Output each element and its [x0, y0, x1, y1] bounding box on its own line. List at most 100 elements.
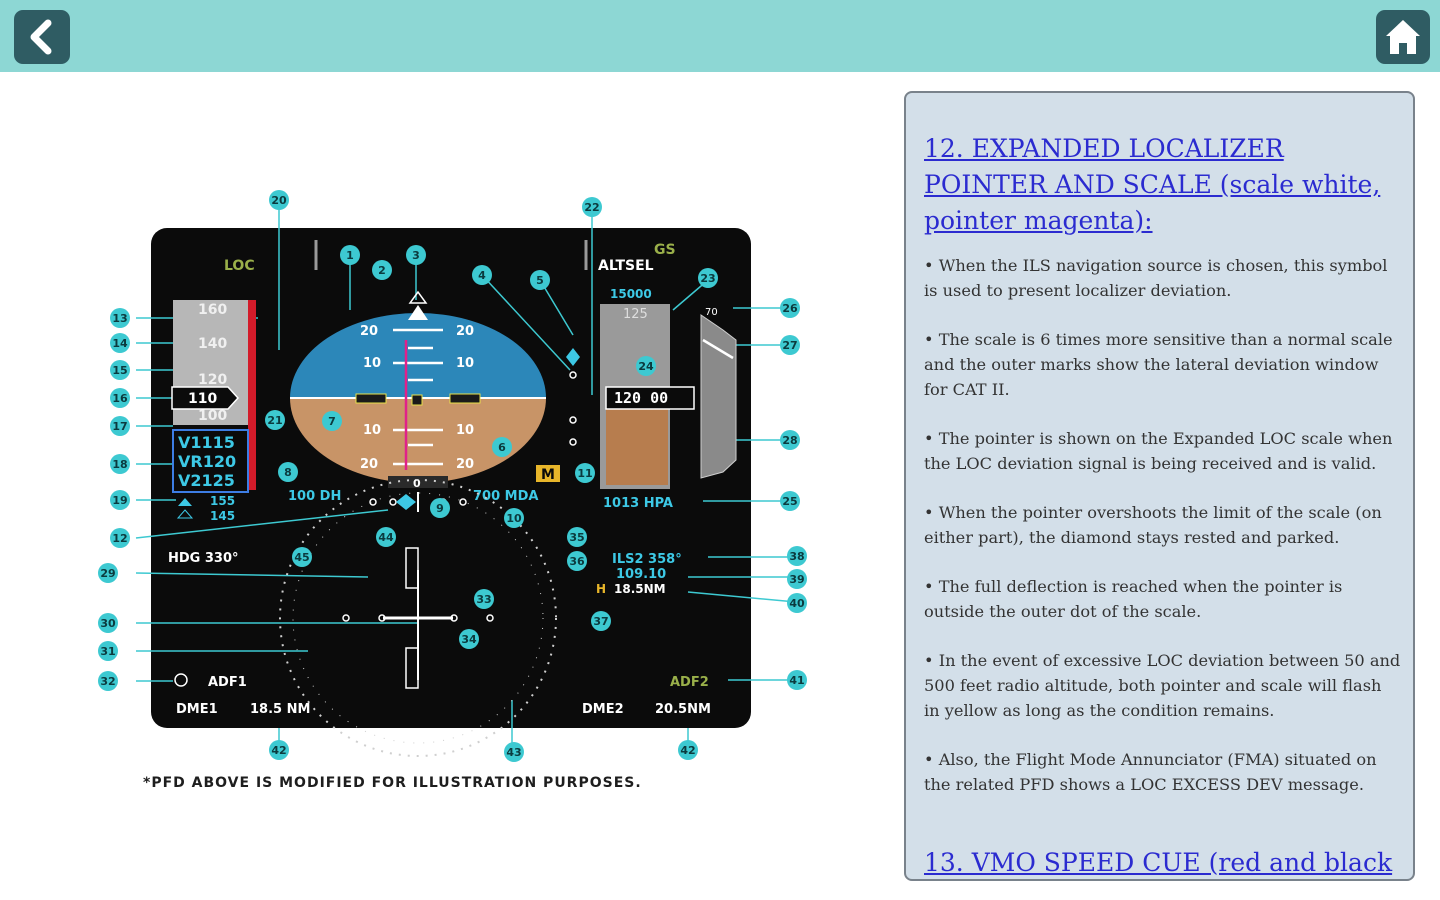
- bullet-2: • The scale is 6 times more sensitive th…: [924, 330, 1393, 399]
- callout-number-35: 35: [569, 531, 584, 544]
- pitch-10-down-left: 10: [363, 423, 381, 438]
- callout-number-37: 37: [593, 615, 608, 628]
- callout-number-34: 34: [461, 633, 477, 646]
- alt-target: 15000: [610, 287, 652, 301]
- ils-frequency: 109.10: [616, 567, 666, 582]
- ref-speed-155: 155: [210, 494, 235, 508]
- callout-badge-43: [504, 742, 524, 762]
- callout-number-16: 16: [112, 392, 128, 405]
- pitch-20-up-left: 20: [360, 324, 378, 339]
- callout-badge-33: [474, 589, 494, 609]
- pitch-10-up-right: 10: [456, 356, 474, 371]
- callout-number-10: 10: [506, 512, 522, 525]
- callout-badge-44: [376, 527, 396, 547]
- callout-number-5: 5: [536, 274, 544, 287]
- dme1-distance: 18.5 NM: [250, 702, 310, 717]
- dme2-label: DME2: [582, 702, 624, 717]
- section-title[interactable]: 12. EXPANDED LOCALIZER POINTER AND SCALE…: [924, 134, 1381, 235]
- callout-number-18: 18: [112, 458, 127, 471]
- callout-badge-15: [110, 360, 130, 380]
- callout-number-9: 9: [436, 502, 444, 515]
- callout-badge-16: [110, 388, 130, 408]
- pitch-20-up-right: 20: [456, 324, 474, 339]
- callout-number-30: 30: [100, 617, 116, 630]
- callout-number-4: 4: [478, 269, 486, 282]
- callout-badge-25: [780, 491, 800, 511]
- dme1-label: DME1: [176, 702, 218, 717]
- callout-number-13: 13: [112, 312, 127, 325]
- callout-badge-19: [110, 490, 130, 510]
- callout-badge-37: [591, 611, 611, 631]
- callout-number-1: 1: [346, 249, 354, 262]
- callout-badge-11: [575, 463, 595, 483]
- fma-altsel: ALTSEL: [598, 258, 654, 274]
- ref-speed-145: 145: [210, 509, 235, 523]
- callout-badge-39: [787, 569, 807, 589]
- callout-badge-38: [787, 546, 807, 566]
- callout-number-3: 3: [412, 249, 420, 262]
- home-button[interactable]: [1376, 10, 1430, 64]
- heading-select: HDG 330°: [168, 551, 239, 566]
- callout-number-21: 21: [267, 414, 282, 427]
- callout-number-40: 40: [789, 597, 805, 610]
- bullet-3: • The pointer is shown on the Expanded L…: [924, 429, 1393, 473]
- callout-badge-2: [372, 260, 392, 280]
- back-arrow-icon: [30, 19, 52, 55]
- callout-badge-5: [530, 270, 550, 290]
- next-section-title[interactable]: 13. VMO SPEED CUE (red and black: [924, 848, 1393, 877]
- bullet-1: • When the ILS navigation source is chos…: [924, 256, 1388, 300]
- svg-text:0: 0: [413, 477, 421, 490]
- callout-badge-10: [504, 508, 524, 528]
- callout-number-44: 44: [378, 531, 394, 544]
- bullet-7: • Also, the Flight Mode Annunciator (FMA…: [924, 750, 1377, 794]
- baro-setting: 1013 HPA: [603, 496, 673, 511]
- callout-number-11: 11: [577, 467, 592, 480]
- callout-number-23: 23: [700, 272, 715, 285]
- adf2-label: ADF2: [670, 675, 709, 690]
- callout-badge-30: [98, 613, 118, 633]
- v2-speed: V2125: [178, 471, 235, 490]
- callout-badge-8: [278, 462, 298, 482]
- callout-badge-24: [636, 356, 656, 376]
- ils-distance: 18.5NM: [614, 582, 666, 596]
- pitch-20-down-right: 20: [456, 457, 474, 472]
- callout-number-31: 31: [100, 645, 115, 658]
- callout-badge-32: [98, 671, 118, 691]
- callout-badge-9: [430, 498, 450, 518]
- current-speed: 110: [188, 391, 217, 407]
- callout-badge-18: [110, 454, 130, 474]
- callout-badge-1: [340, 245, 360, 265]
- top-bar: [0, 0, 1440, 72]
- adf1-label: ADF1: [208, 675, 247, 690]
- callout-number-6: 6: [498, 441, 506, 454]
- bullet-5: • The full deflection is reached when th…: [924, 577, 1343, 621]
- callout-badge-23: [698, 268, 718, 288]
- speed-tick-140: 140: [198, 336, 227, 352]
- alt-top: 125: [623, 307, 648, 322]
- vr-speed: VR120: [178, 452, 236, 471]
- fma-loc: LOC: [224, 258, 255, 274]
- callout-number-20: 20: [271, 194, 287, 207]
- callout-number-22: 22: [584, 201, 599, 214]
- v1-speed: V1115: [178, 433, 235, 452]
- description-panel[interactable]: 12. EXPANDED LOCALIZER POINTER AND SCALE…: [904, 91, 1415, 881]
- callout-number-42: 42: [271, 744, 286, 757]
- home-icon: [1386, 20, 1420, 54]
- callout-badge-34: [459, 629, 479, 649]
- pitch-10-up-left: 10: [363, 356, 381, 371]
- fma-gs: GS: [654, 242, 676, 258]
- callout-number-8: 8: [284, 466, 292, 479]
- callout-badge-17: [110, 416, 130, 436]
- back-button[interactable]: [14, 10, 70, 64]
- callout-badge-28: [780, 430, 800, 450]
- speed-tick-100: 100: [198, 408, 227, 424]
- mda-value: 700 MDA: [473, 489, 538, 504]
- callout-badge-22: [582, 197, 602, 217]
- callout-badge-3: [406, 245, 426, 265]
- pfd-diagram: 160 140 120 100 110 V1115 VR120 V2125 15…: [88, 180, 818, 810]
- speed-tick-120: 120: [198, 372, 227, 388]
- callout-number-36: 36: [569, 555, 585, 568]
- h-flag: H: [596, 582, 606, 596]
- callout-badge-4: [472, 265, 492, 285]
- callout-badge-42: [269, 740, 289, 760]
